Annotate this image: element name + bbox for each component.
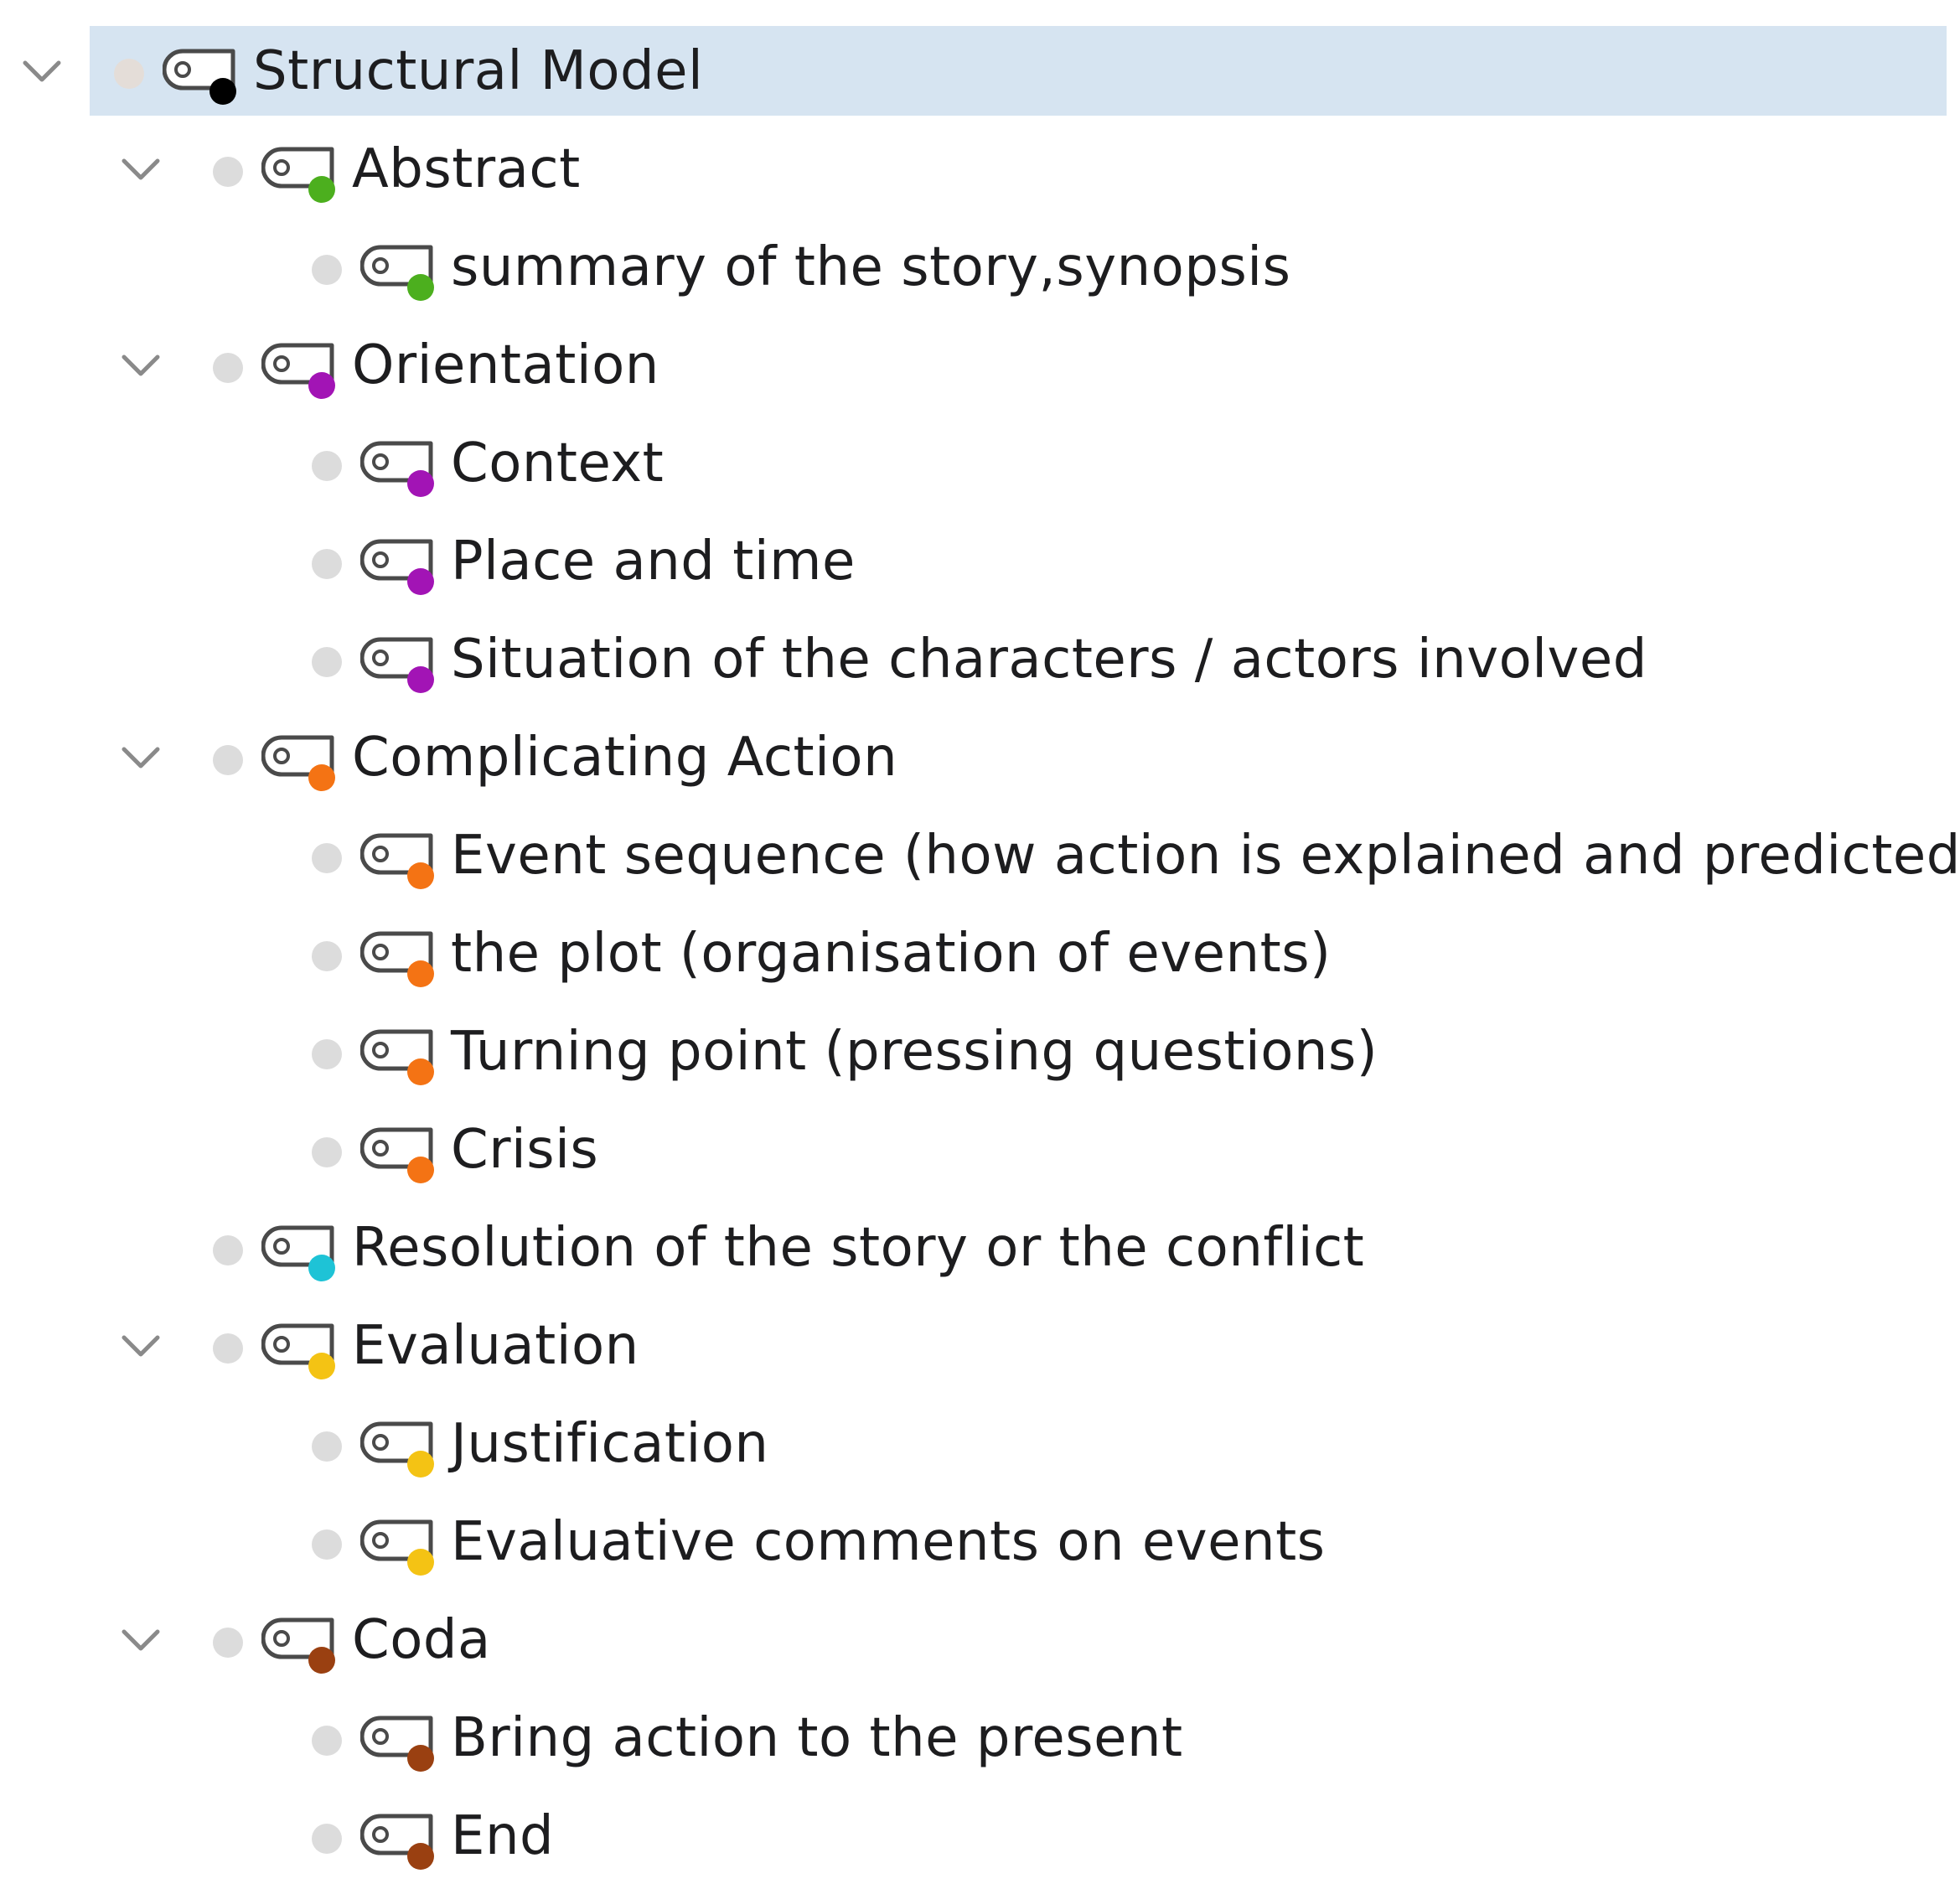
status-dot-icon [312,647,342,677]
status-dot-icon [312,1529,342,1560]
tree-item-label: Event sequence (how action is explained … [451,825,1960,887]
tree-row[interactable]: Bring action to the present [0,1693,1960,1791]
tree-row[interactable]: End [0,1791,1960,1889]
status-dot-icon [312,1726,342,1756]
tree-item-label: Turning point (pressing questions) [451,1021,1378,1083]
code-tag-icon [261,731,342,794]
tree-item-label: Crisis [451,1119,599,1181]
code-tag-icon [360,241,441,304]
code-tag-icon [360,1417,441,1481]
tree-row[interactable]: Situation of the characters / actors inv… [0,614,1960,712]
status-dot-icon [312,549,342,579]
code-tag-icon [360,1025,441,1089]
status-dot-icon [114,59,144,89]
status-dot-icon [213,745,243,775]
code-tag-icon [360,633,441,696]
status-dot-icon [213,1333,243,1364]
tree-row[interactable]: summary of the story,synopsis [0,222,1960,320]
tree-row[interactable]: Crisis [0,1105,1960,1203]
code-tag-icon [360,927,441,991]
status-dot-icon [312,843,342,873]
code-tag-icon [360,1809,441,1873]
code-tag-icon [360,437,441,500]
code-tag-icon [261,1319,342,1383]
tree-row[interactable]: Complicating Action [0,712,1960,810]
chevron-down-icon[interactable] [117,1617,164,1664]
tree-row[interactable]: Context [0,418,1960,516]
status-dot-icon [213,157,243,187]
tree-row[interactable]: Orientation [0,320,1960,418]
tree-item-label: summary of the story,synopsis [451,236,1291,298]
tree-row[interactable]: Abstract [0,124,1960,222]
chevron-down-icon[interactable] [117,342,164,389]
selection-highlight [90,26,1947,116]
chevron-down-icon[interactable] [117,1322,164,1369]
tree-item-label: Bring action to the present [451,1707,1183,1769]
tree-item-label: the plot (organisation of events) [451,923,1332,985]
tree-row[interactable]: Evaluation [0,1301,1960,1399]
status-dot-icon [213,1235,243,1265]
tree-item-label: Evaluation [352,1315,639,1377]
tree-item-label: Resolution of the story or the conflict [352,1217,1365,1279]
status-dot-icon [312,1137,342,1167]
status-dot-icon [312,1039,342,1069]
tree-item-label: Justification [451,1413,769,1475]
code-tag-icon [261,1221,342,1285]
code-tag-icon [163,44,243,108]
tree-row[interactable]: the plot (organisation of events) [0,908,1960,1007]
tree-row[interactable]: Justification [0,1399,1960,1497]
tree-item-label: Abstract [352,138,581,200]
tree-item-label: Orientation [352,334,659,396]
status-dot-icon [312,1824,342,1854]
tree-row[interactable]: Place and time [0,516,1960,614]
tree-item-label: Coda [352,1609,491,1671]
tree-row[interactable]: Resolution of the story or the conflict [0,1203,1960,1301]
tree-row[interactable]: Structural Model [0,26,1960,124]
tree-row[interactable]: Turning point (pressing questions) [0,1007,1960,1105]
code-tag-icon [261,339,342,402]
tree-row[interactable]: Evaluative comments on events [0,1497,1960,1595]
status-dot-icon [312,941,342,971]
tree-item-label: Context [451,432,665,494]
status-dot-icon [312,1431,342,1462]
status-dot-icon [213,1628,243,1658]
tree-item-label: Complicating Action [352,727,898,789]
tree-item-label: Evaluative comments on events [451,1511,1326,1573]
chevron-down-icon[interactable] [117,734,164,781]
code-tag-icon [360,1123,441,1187]
code-tag-icon [360,535,441,598]
code-tag-icon [360,1515,441,1579]
status-dot-icon [312,255,342,285]
tree-item-label: Situation of the characters / actors inv… [451,629,1647,691]
code-tag-icon [360,1711,441,1775]
chevron-down-icon[interactable] [117,146,164,193]
chevron-down-icon[interactable] [18,48,65,95]
tree-row[interactable]: Event sequence (how action is explained … [0,810,1960,908]
code-tag-icon [261,142,342,206]
tree-row[interactable]: Coda [0,1595,1960,1693]
tree-item-label: Structural Model [253,40,704,102]
status-dot-icon [312,451,342,481]
tree-item-label: End [451,1805,555,1867]
code-tag-icon [360,829,441,893]
code-tag-icon [261,1613,342,1677]
status-dot-icon [213,353,243,383]
tree-item-label: Place and time [451,530,856,593]
